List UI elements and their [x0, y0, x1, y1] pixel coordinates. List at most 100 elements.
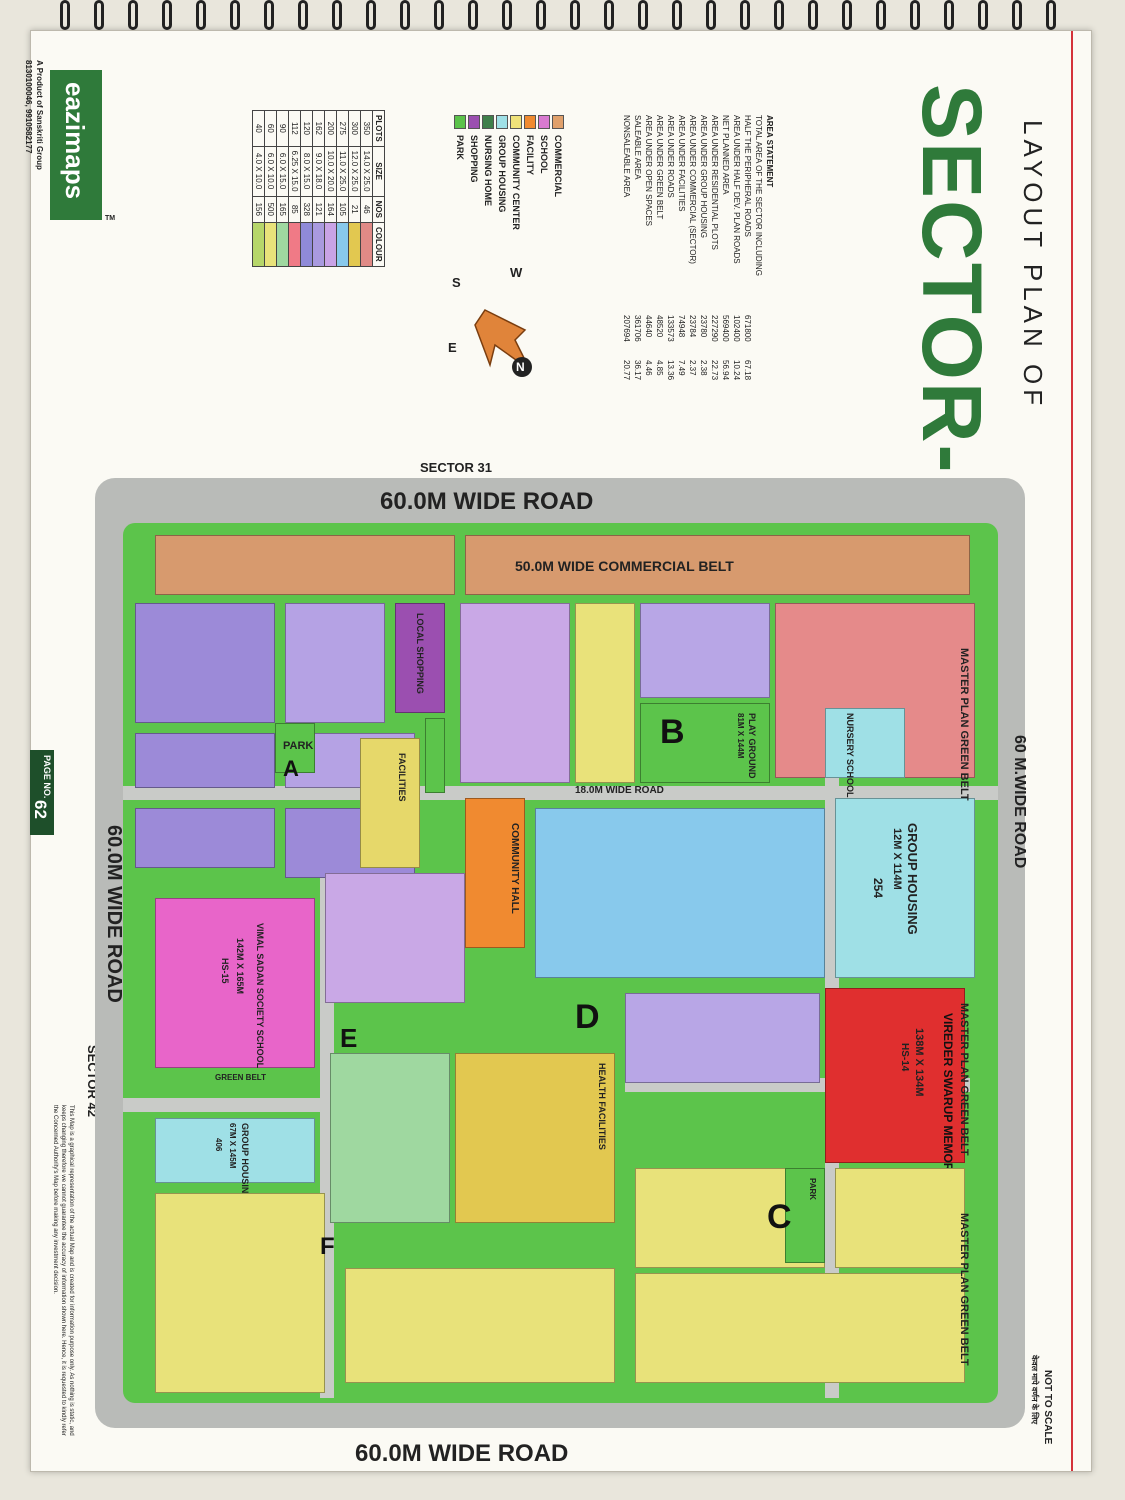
group-housing-254: [835, 798, 975, 978]
compass-s: S: [452, 275, 461, 290]
brand-tagline: A Product of Sanskriti Group: [35, 60, 44, 170]
page-number-label: PAGE NO.: [42, 755, 52, 799]
legend-item: PARK: [453, 115, 467, 230]
area-row: TOTAL AREA OF THE SECTOR INCLUDING: [753, 115, 764, 380]
page-number-value: 62: [31, 800, 50, 819]
spiral-ring: [774, 0, 784, 30]
area-row-label: NONSALEABLE AREA: [622, 115, 631, 198]
plots-cell-nos: 500: [264, 196, 277, 223]
plots-cell-colour: [252, 222, 265, 267]
plots-table-header: SIZE: [372, 146, 385, 197]
area-row-sqm: 74948: [677, 315, 686, 338]
vimal-sadan-label: VIMAL SADAN SOCIETY SCHOOL: [255, 923, 265, 1069]
spiral-ring: [434, 0, 444, 30]
area-row-label: NET PLANNED AREA: [721, 115, 730, 195]
spiral-ring: [502, 0, 512, 30]
block-c-letter: C: [767, 1198, 792, 1236]
area-row-sqm: 23784: [688, 315, 697, 338]
group-housing-406: [155, 1118, 315, 1183]
legend-label: COMMERCIAL: [553, 135, 563, 197]
play-ground: [640, 703, 770, 783]
plots-cell-nos: 105: [336, 196, 349, 223]
plots-table-header: NOS: [372, 196, 385, 223]
road-sw-h: [123, 1098, 333, 1112]
group-housing-406-label: GROUP HOUSING: [240, 1123, 250, 1201]
plots-cell-colour: [312, 222, 325, 267]
mid-road-h: [123, 786, 998, 800]
legend-swatch: [510, 115, 522, 129]
block-f-west: [155, 1193, 325, 1393]
facilities-a-label: FACILITIES: [397, 753, 407, 802]
master-plan-green-belt-1: MASTER PLAN GREEN BELT: [958, 648, 970, 801]
area-row-label: HALF THE PERIPHERAL ROADS: [743, 115, 752, 237]
plots-cell-plots: 350: [360, 110, 373, 147]
road-top-label: 60.0M WIDE ROAD: [380, 488, 594, 515]
plots-cell-size: 6.25 X 15.0: [288, 146, 301, 197]
spiral-ring: [944, 0, 954, 30]
road-left-label: 60.0M WIDE ROAD: [103, 825, 125, 1003]
plots-cell-size: 8.0 X 15.0: [300, 146, 313, 197]
legend-swatch: [496, 115, 508, 129]
play-ground-size: 81M X 144M: [736, 713, 745, 759]
legend-swatch: [454, 115, 466, 129]
vimal-sadan-no: HS-15: [220, 958, 230, 984]
plots-cell-nos: 46: [360, 196, 373, 223]
area-row-label: AREA UNDER HALF DEV. PLAN ROADS: [732, 115, 741, 264]
nursery-school: [825, 708, 905, 778]
compass-arrow-icon: [474, 309, 532, 377]
block-e-yellow: [455, 1053, 615, 1223]
area-row-sqm: 44640: [644, 315, 653, 338]
park-c-label: PARK: [808, 1178, 817, 1201]
block-e-green: [330, 1053, 450, 1223]
compass-n: N: [516, 360, 525, 374]
page-margin-line: [1071, 31, 1073, 1471]
spiral-ring: [1012, 0, 1022, 30]
group-housing-254-size: 12M X 114M: [891, 828, 903, 890]
block-e-north: [325, 873, 465, 1003]
sector-map: 50.0M WIDE COMMERCIAL BELT 18.0M WIDE RO…: [95, 478, 1025, 1428]
plots-cell-colour: [300, 222, 313, 267]
block-f-letter: F: [320, 1233, 335, 1260]
plots-cell-plots: 40: [252, 110, 265, 147]
block-b-west: [460, 603, 570, 783]
brand-logo: eazimaps: [50, 70, 102, 220]
compass-w: W: [510, 265, 523, 280]
legend-swatch: [524, 115, 536, 129]
block-nw-2: [285, 603, 385, 723]
area-row-sqm: 23780: [699, 315, 708, 338]
block-nw-1: [135, 603, 275, 723]
area-row-pct: 22.73: [710, 360, 719, 381]
spiral-ring: [978, 0, 988, 30]
spiral-ring: [264, 0, 274, 30]
plots-cell-size: 12.0 X 25.0: [348, 146, 361, 197]
park-a-label: PARK: [283, 740, 314, 752]
spiral-ring: [230, 0, 240, 30]
road-bottom-label: 60.0M WIDE ROAD: [355, 1440, 569, 1467]
area-row-sqm: 361706: [633, 315, 642, 342]
spiral-ring: [672, 0, 682, 30]
area-row-pct: 13.36: [666, 360, 675, 381]
spiral-ring: [196, 0, 206, 30]
sector-31-label: SECTOR 31: [420, 460, 493, 475]
spiral-ring: [842, 0, 852, 30]
plots-cell-size: 9.0 X 18.0: [312, 146, 325, 197]
legend-item: SCHOOL: [537, 115, 551, 230]
area-row-label: AREA UNDER OPEN SPACES: [644, 115, 653, 226]
legend-item: COMMERCIAL: [551, 115, 565, 230]
plots-cell-size: 6.0 X 10.0: [264, 146, 277, 197]
area-row-pct: 10.24: [732, 360, 741, 381]
area-row-label: AREA UNDER ROADS: [666, 115, 675, 198]
